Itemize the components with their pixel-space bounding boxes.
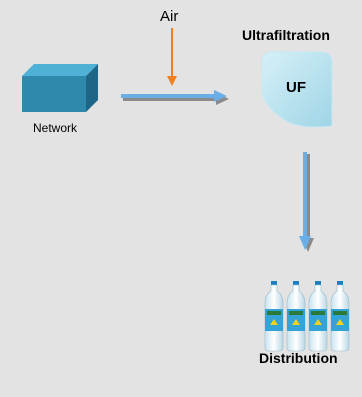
- network-to-uf-arrow: [121, 90, 229, 105]
- uf-to-distribution-arrow: [299, 152, 314, 252]
- uf-unit-label: UF: [286, 79, 306, 96]
- network-box-icon: [22, 64, 98, 112]
- network-label: Network: [33, 121, 78, 135]
- distribution-label: Distribution: [259, 350, 338, 366]
- water-bottles-icon: [264, 280, 350, 352]
- air-label: Air: [160, 8, 179, 25]
- ultrafiltration-unit-icon: [261, 51, 333, 128]
- air-arrow: [167, 28, 177, 86]
- ultrafiltration-label: Ultrafiltration: [242, 27, 330, 43]
